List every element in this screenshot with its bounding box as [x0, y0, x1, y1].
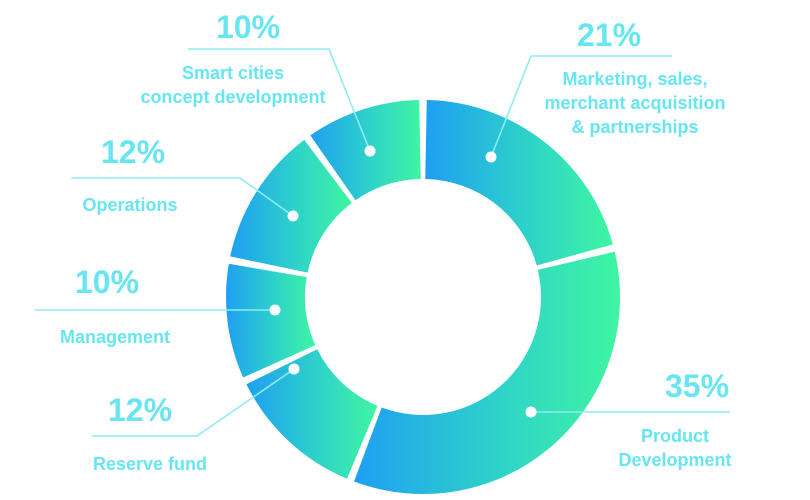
category-label-marketing-sales-merchant-acquisition-partnerships: Marketing, sales, merchant acquisition & p… [544, 69, 725, 137]
slice-dot-management [269, 304, 281, 316]
category-label-line: Development [618, 450, 731, 470]
category-label-line: merchant acquisition [544, 93, 725, 113]
slice-dot-operations [287, 210, 299, 222]
slice-reserve-fund [246, 349, 378, 479]
value-label-smart-cities-concept-development: 10% [216, 9, 280, 45]
leader-line-reserve-fund [92, 368, 295, 437]
category-label-operations: Operations [82, 195, 177, 215]
leader-line-operations [71, 177, 294, 217]
leader-line-smart-cities-concept-development [188, 48, 371, 152]
category-label-line: Operations [82, 195, 177, 215]
category-label-line: concept development [140, 87, 325, 107]
category-label-line: Reserve fund [93, 454, 207, 474]
slice-marketing-sales-merchant-acquisition-partnerships [425, 100, 613, 266]
category-label-line: Product [641, 426, 709, 446]
value-label-reserve-fund: 12% [108, 392, 172, 428]
value-label-product-development: 35% [665, 368, 729, 404]
slices-layer [226, 100, 621, 494]
category-label-line: & partnerships [571, 117, 698, 137]
category-label-line: Management [60, 327, 170, 347]
slice-dot-smart-cities-concept-development [364, 145, 376, 157]
category-label-line: Smart cities [182, 63, 284, 83]
slice-operations [230, 139, 352, 273]
slice-dot-product-development [525, 406, 537, 418]
leader-line-marketing-sales-merchant-acquisition-partnerships [490, 55, 672, 158]
slice-product-development [354, 251, 621, 494]
slice-management [226, 263, 316, 378]
value-label-operations: 12% [101, 134, 165, 170]
labels-layer: 21% Marketing, sales, merchant acquisition… [35, 9, 732, 474]
slice-dot-marketing-sales-merchant-acquisition-partnerships [485, 151, 497, 163]
slice-dot-reserve-fund [288, 363, 300, 375]
category-label-line: Marketing, sales, [562, 69, 707, 89]
category-label-management: Management [60, 327, 170, 347]
category-label-reserve-fund: Reserve fund [93, 454, 207, 474]
category-label-smart-cities-concept-development: Smart cities concept development [140, 63, 325, 107]
value-label-marketing-sales-merchant-acquisition-partnerships: 21% [577, 17, 641, 53]
value-label-management: 10% [75, 264, 139, 300]
